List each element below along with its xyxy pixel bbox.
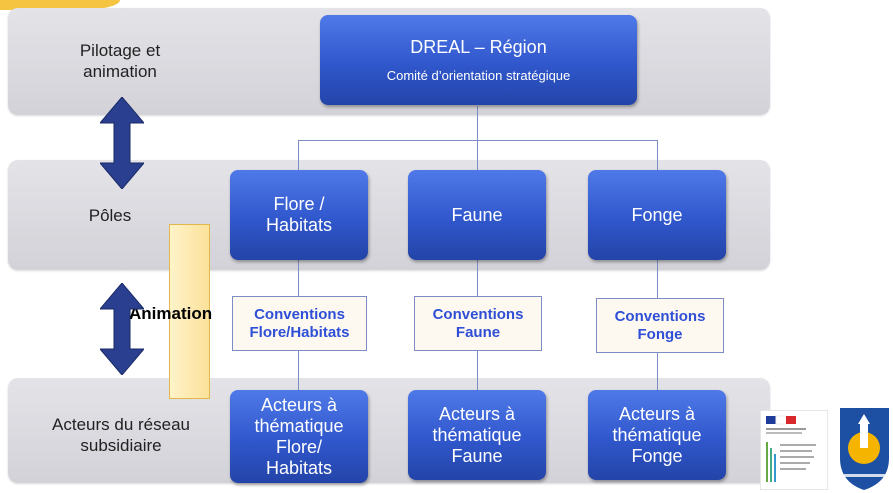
pole-fonge: Fonge <box>588 170 726 260</box>
acteurs-flore-label: Acteurs à thématique Flore/ Habitats <box>254 394 344 478</box>
pole-flore-label: Flore / Habitats <box>265 194 333 235</box>
convention-flore: Conventions Flore/Habitats <box>232 296 367 351</box>
connector-top-vertical <box>477 106 478 140</box>
label-pilotage: Pilotage et animation <box>79 41 161 81</box>
label-acteurs: Acteurs du réseau subsidiaire <box>52 415 190 455</box>
acteurs-flore: Acteurs à thématique Flore/ Habitats <box>230 390 368 483</box>
corner-accent <box>0 0 120 10</box>
convention-fonge-label: Conventions Fonge <box>614 307 706 343</box>
animation-label: Animation <box>129 304 213 323</box>
dreal-subtitle: Comité d’orientation stratégique <box>386 68 571 83</box>
pole-faune: Faune <box>408 170 546 260</box>
connector-faune <box>477 140 478 170</box>
connector-fonge <box>657 140 658 170</box>
label-poles: Pôles <box>88 206 132 225</box>
acteurs-fonge: Acteurs à thématique Fonge <box>588 390 726 480</box>
acteurs-faune-label: Acteurs à thématique Faune <box>432 403 522 466</box>
pole-flore: Flore / Habitats <box>230 170 368 260</box>
connector-flore <box>298 140 299 170</box>
animation-bar <box>169 224 210 399</box>
acteurs-faune: Acteurs à thématique Faune <box>408 390 546 480</box>
acteurs-fonge-label: Acteurs à thématique Fonge <box>612 403 702 466</box>
convention-faune-label: Conventions Faune <box>432 305 524 341</box>
dreal-box: DREAL – Région Comité d’orientation stra… <box>320 15 637 105</box>
double-arrow-top <box>100 97 144 189</box>
double-arrow-bottom <box>100 283 144 375</box>
pole-fonge-label: Fonge <box>631 204 683 225</box>
dreal-title: DREAL – Région <box>410 37 547 57</box>
pole-faune-label: Faune <box>451 204 503 225</box>
connector-horizontal <box>298 140 658 141</box>
ministry-logo <box>760 410 828 490</box>
region-logo <box>840 408 889 490</box>
convention-faune: Conventions Faune <box>414 296 542 351</box>
convention-fonge: Conventions Fonge <box>596 298 724 353</box>
convention-flore-label: Conventions Flore/Habitats <box>249 305 350 341</box>
